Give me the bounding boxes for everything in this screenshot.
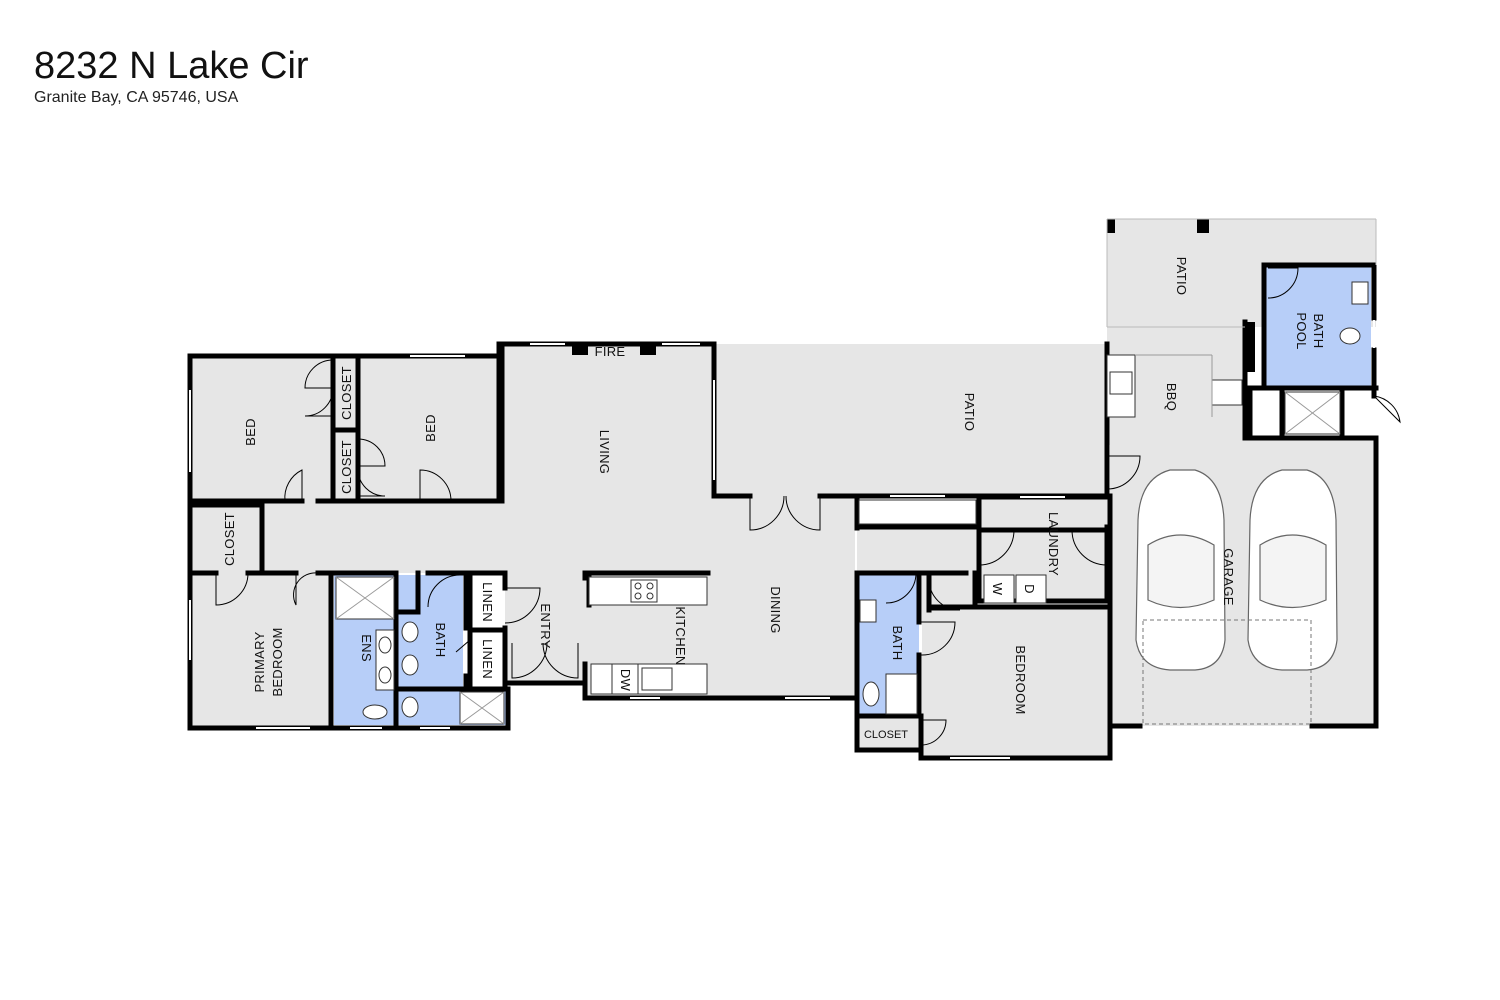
entry-area [505, 573, 585, 683]
label-entry: ENTRY [538, 603, 553, 648]
label-dining: DINING [768, 586, 783, 633]
patio-posts [572, 219, 1255, 372]
address-title: 8232 N Lake Cir [34, 45, 309, 87]
dishwasher [611, 663, 639, 695]
corridor-area [857, 527, 979, 574]
label-living: LIVING [597, 430, 612, 474]
bed-left-area [190, 358, 333, 501]
closet-guest-area [857, 717, 921, 751]
washer [983, 574, 1015, 604]
closet-lower-area [333, 432, 358, 501]
hallway-area [190, 501, 505, 573]
bedroom-guest-area [922, 573, 1110, 758]
label-bath-hall: BATH [433, 623, 448, 658]
windows [189, 320, 1375, 759]
label-bath-guest: BATH [890, 626, 905, 661]
bed-right-area [358, 358, 499, 501]
label-washer: W [990, 583, 1005, 596]
doors [215, 267, 1401, 746]
label-dryer: D [1022, 584, 1037, 594]
toilet-pool [1339, 327, 1361, 345]
sink-guest [859, 599, 877, 623]
header: 8232 N Lake Cir Granite Bay, CA 95746, U… [34, 44, 309, 108]
patio-outline [1106, 218, 1377, 328]
label-bed-right: BED [423, 414, 438, 442]
label-closet-lower: CLOSET [339, 440, 354, 494]
primary-bedroom-area [190, 573, 331, 726]
label-linen-upper: LINEN [480, 582, 495, 622]
dining-extra-area [714, 496, 855, 573]
label-bedroom: BEDROOM [1013, 645, 1028, 714]
label-pool-bath-2: BATH [1311, 314, 1326, 349]
cooktop [630, 579, 658, 603]
garage-door-outline [1142, 619, 1312, 725]
fixtures [335, 281, 1369, 725]
toilet-hall [401, 621, 419, 643]
address-subtitle: Granite Bay, CA 95746, USA [34, 89, 239, 106]
label-bbq: BBQ [1164, 383, 1179, 411]
toilet-ensuite [362, 704, 388, 720]
label-patio-main: PATIO [962, 393, 977, 432]
kitchen-sink [641, 667, 673, 691]
label-ensuite: ENS [359, 634, 374, 662]
label-dishwasher: DW [618, 669, 633, 692]
sink-pool [1351, 281, 1369, 305]
room-fills [190, 219, 1376, 758]
label-kitchen: KITCHEN [673, 606, 688, 665]
label-fire: FIRE [595, 344, 626, 359]
closet-upper-area [333, 358, 358, 428]
label-linen-lower: LINEN [480, 639, 495, 679]
room-labels: BED BED CLOSET CLOSET CLOSET PRIMARY BED… [222, 257, 1326, 741]
patio-main-area [714, 344, 1107, 496]
toilet-guest [862, 681, 880, 707]
dryer [1015, 574, 1047, 604]
bbq-sink [1211, 379, 1243, 406]
label-closet-upper: CLOSET [339, 366, 354, 420]
label-pool-bath-1: POOL [1294, 312, 1309, 349]
label-laundry: LAUNDRY [1046, 512, 1061, 576]
label-closet-primary: CLOSET [222, 512, 237, 566]
label-primary-bedroom-2: BEDROOM [270, 627, 285, 696]
label-garage: GARAGE [1221, 548, 1236, 605]
label-primary-bedroom-1: PRIMARY [252, 631, 267, 692]
shower-guest [885, 673, 918, 715]
label-bed-left: BED [243, 418, 258, 446]
label-patio-upper: PATIO [1174, 257, 1189, 296]
label-closet-guest: CLOSET [864, 729, 908, 741]
